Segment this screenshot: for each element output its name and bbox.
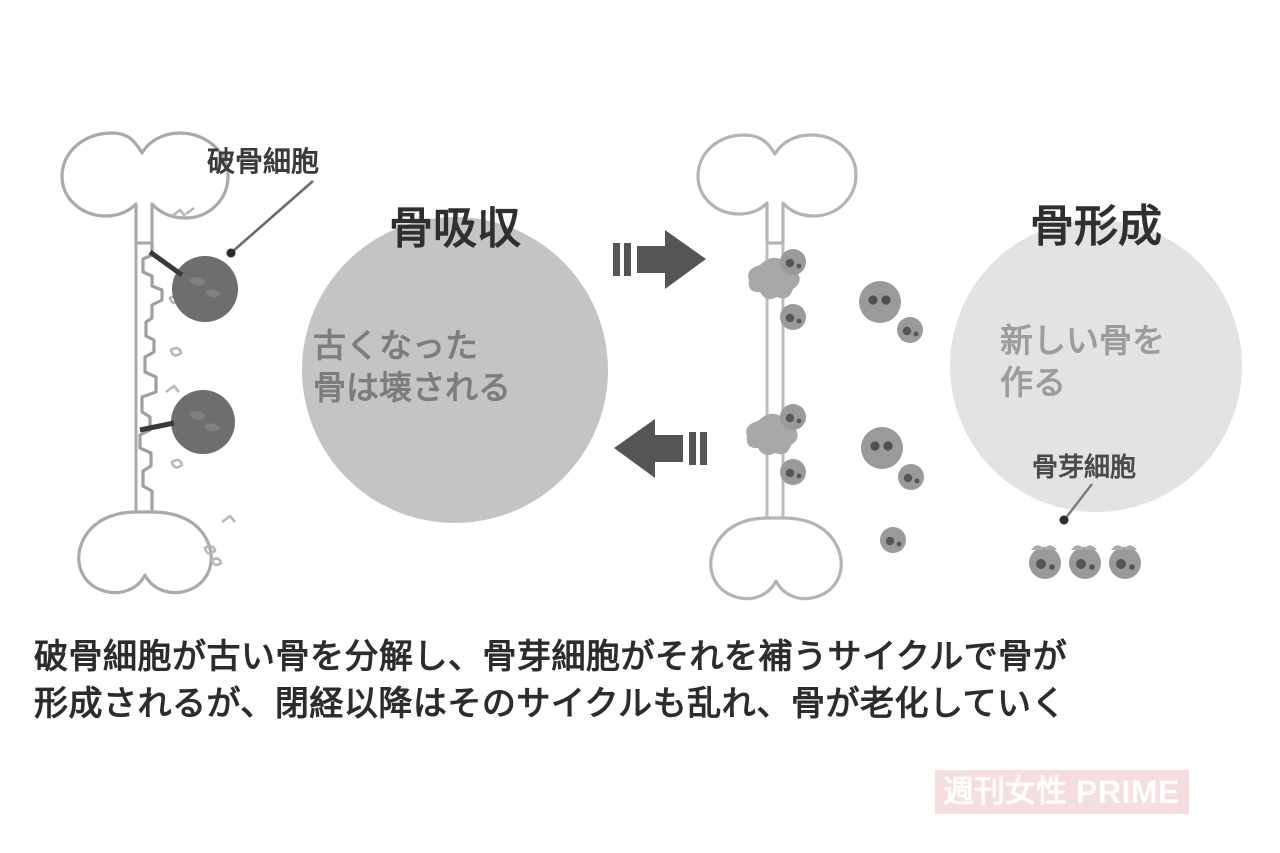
caption-line-1: 破骨細胞が古い骨を分解し、骨芽細胞がそれを補うサイクルで骨が [34, 638, 1068, 676]
cell-deposit-upper-b [780, 304, 806, 330]
free-cell-lower-small [898, 464, 924, 490]
free-cell-bottom-small [880, 527, 906, 553]
cell-deposit-upper-a [780, 249, 806, 275]
bone-resorption-text-line2: 骨は壊される [313, 369, 511, 406]
watermark-prime-name: PRIME [1074, 770, 1189, 814]
bone-old-illustration [60, 131, 314, 595]
osteoclast-stalk-lower [139, 420, 175, 433]
free-cell-upper-small [897, 317, 923, 343]
watermark-magazine-name: 週刊女性 [935, 770, 1074, 814]
osteoblast-trio [1029, 545, 1141, 579]
osteoclast-label: 破骨細胞 [207, 145, 319, 177]
osteoclast-leader-dot [226, 248, 236, 258]
osteoclast-stalk-upper [148, 249, 184, 278]
free-cell-lower-large [861, 427, 903, 469]
bone-resorption-circle [302, 217, 608, 523]
bone-formation-title: 骨形成 [1030, 202, 1162, 251]
osteoclast-cell-lower [171, 390, 235, 454]
osteoblast-leader-line [1064, 483, 1093, 520]
osteoblast-label: 骨芽細胞 [1032, 452, 1136, 482]
cell-deposit-lower-a [780, 404, 806, 430]
bone-formation-text-line2: 作る [1000, 364, 1066, 401]
bone-formation-circle [950, 220, 1242, 512]
osteoclast-cell-upper [172, 256, 238, 322]
caption: 破骨細胞が古い骨を分解し、骨芽細胞がそれを補うサイクルで骨が 形成されるが、閉経… [34, 634, 1250, 728]
bone-new-illustration [696, 133, 924, 601]
free-cell-upper-large [859, 281, 901, 323]
cell-deposit-lower-b [780, 459, 806, 485]
caption-line-2: 形成されるが、閉経以降はそのサイクルも乱れ、骨が老化していく [34, 685, 1066, 723]
arrow-right [613, 230, 706, 289]
watermark-logo: 週刊女性 PRIME [935, 770, 1189, 814]
osteoblast-leader-dot [1059, 515, 1069, 525]
bone-resorption-text-line1: 古くなった [313, 327, 478, 364]
bone-formation-text-line1: 新しい骨を [1000, 322, 1165, 359]
arrow-left [614, 419, 707, 478]
bone-resorption-title: 骨吸収 [389, 204, 521, 253]
osteoclast-leader-line [231, 180, 314, 253]
